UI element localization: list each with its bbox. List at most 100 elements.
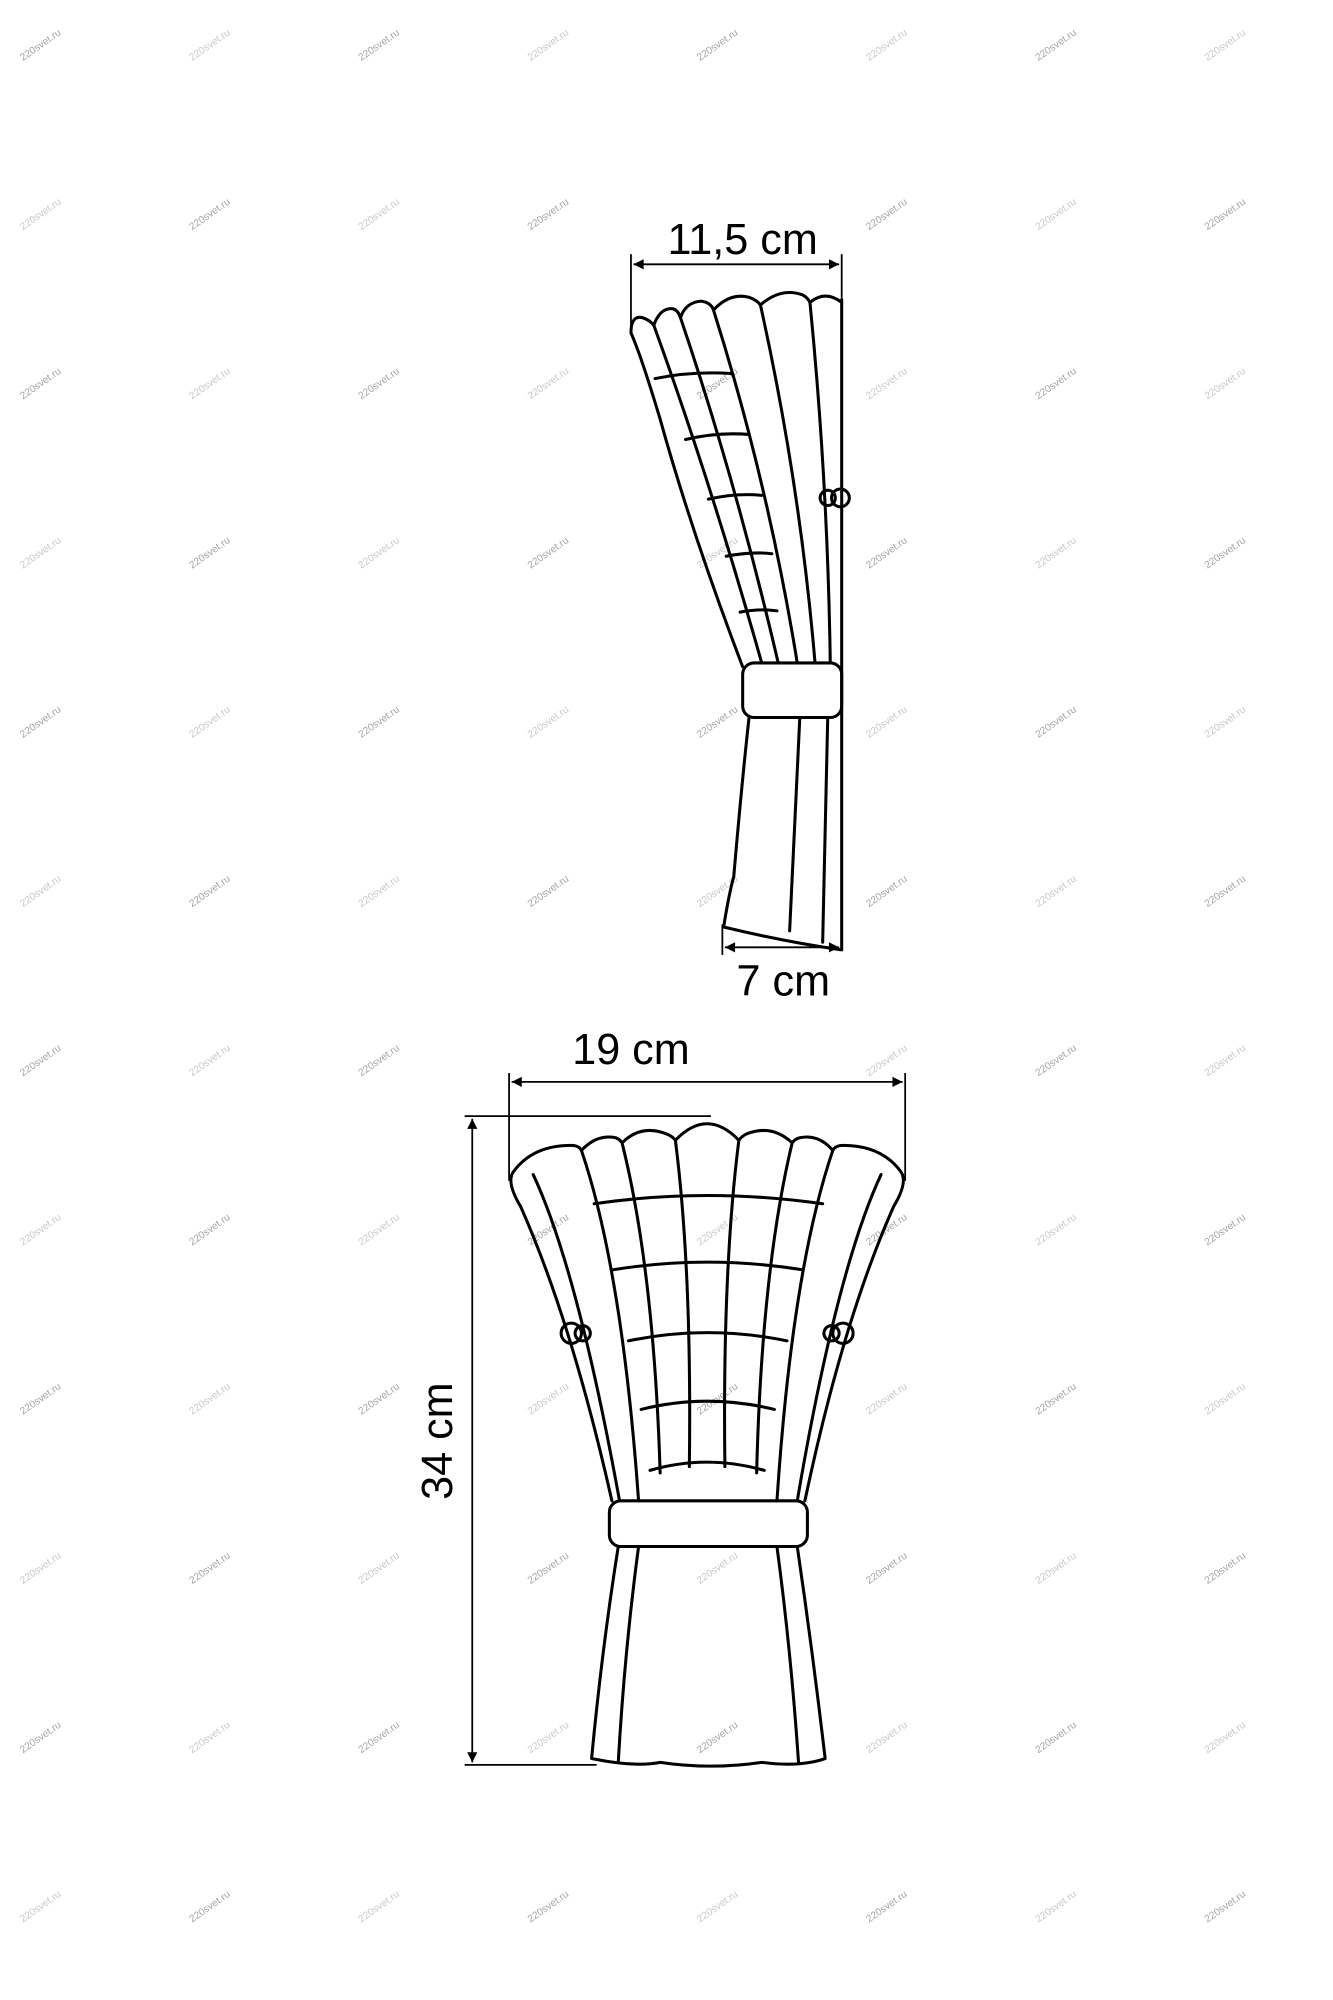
- watermark-text: 220svet.ru: [526, 704, 571, 740]
- watermark-text: 220svet.ru: [1203, 27, 1248, 63]
- watermark-text: 220svet.ru: [1034, 366, 1079, 402]
- watermark-text: 220svet.ru: [357, 366, 402, 402]
- watermark-text: 220svet.ru: [695, 1889, 740, 1925]
- crossbar: [611, 1260, 804, 1272]
- watermark-text: 220svet.ru: [526, 366, 571, 402]
- watermark-text: 220svet.ru: [864, 366, 909, 402]
- rib-line: [758, 303, 817, 665]
- watermark-text: 220svet.ru: [187, 366, 232, 402]
- knob-icon: [559, 1321, 583, 1345]
- watermark-text: 220svet.ru: [187, 1551, 232, 1587]
- watermark-text: 220svet.ru: [18, 1381, 63, 1417]
- band: [741, 661, 844, 720]
- rib-line: [808, 300, 832, 665]
- watermark-text: 220svet.ru: [864, 1381, 909, 1417]
- watermark-text: 220svet.ru: [187, 1889, 232, 1925]
- watermark-text: 220svet.ru: [357, 1043, 402, 1079]
- watermark-text: 220svet.ru: [864, 1551, 909, 1587]
- knob-icon: [818, 488, 837, 508]
- watermark-text: 220svet.ru: [1203, 1043, 1248, 1079]
- crossbar: [653, 371, 733, 381]
- rib-line: [788, 716, 802, 933]
- watermark-text: 220svet.ru: [1203, 197, 1248, 233]
- crossbar: [738, 608, 779, 614]
- rib-line: [616, 1545, 641, 1764]
- watermark-text: 220svet.ru: [864, 27, 909, 63]
- watermark-text: 220svet.ru: [357, 1212, 402, 1248]
- watermark-text: 220svet.ru: [1034, 1889, 1079, 1925]
- rib-line: [579, 1148, 641, 1503]
- front-view: 19 cm 34 cm: [414, 1026, 907, 1768]
- watermark-text: 220svet.ru: [1203, 1381, 1248, 1417]
- watermark-text: 220svet.ru: [864, 1889, 909, 1925]
- rib-line: [795, 1173, 883, 1503]
- watermark-text: 220svet.ru: [864, 1043, 909, 1079]
- watermark-text: 220svet.ru: [357, 874, 402, 910]
- front-view-outline: [509, 1122, 905, 1768]
- watermark-text: 220svet.ru: [357, 704, 402, 740]
- crossbar: [639, 1399, 776, 1411]
- crossbar: [592, 1193, 825, 1206]
- watermark-text: 220svet.ru: [187, 197, 232, 233]
- rib-line: [652, 323, 764, 665]
- watermark-text: 220svet.ru: [526, 1551, 571, 1587]
- watermark-text: 220svet.ru: [526, 27, 571, 63]
- watermark-grid: 220svet.ru 220svet.ru 220svet.ru 220svet.ru…: [18, 27, 1248, 1925]
- knob-icon: [822, 1324, 841, 1343]
- watermark-text: 220svet.ru: [1203, 366, 1248, 402]
- watermark-text: 220svet.ru: [187, 704, 232, 740]
- watermark-text: 220svet.ru: [864, 874, 909, 910]
- watermark-text: 220svet.ru: [187, 535, 232, 571]
- watermark-text: 220svet.ru: [695, 704, 740, 740]
- watermark-text: 220svet.ru: [357, 197, 402, 233]
- watermark-text: 220svet.ru: [526, 1720, 571, 1756]
- watermark-text: 220svet.ru: [864, 197, 909, 233]
- watermark-text: 220svet.ru: [1203, 704, 1248, 740]
- crossbar: [724, 551, 774, 558]
- watermark-text: 220svet.ru: [1034, 704, 1079, 740]
- watermark-text: 220svet.ru: [695, 1381, 740, 1417]
- watermark-text: 220svet.ru: [18, 535, 63, 571]
- watermark-text: 220svet.ru: [187, 27, 232, 63]
- watermark-text: 220svet.ru: [864, 704, 909, 740]
- width-label: 19 cm: [572, 1026, 690, 1074]
- rib-line: [775, 1148, 835, 1503]
- watermark-text: 220svet.ru: [18, 1720, 63, 1756]
- crossbar: [706, 493, 764, 501]
- watermark-text: 220svet.ru: [1034, 27, 1079, 63]
- rib-line: [711, 308, 799, 665]
- watermark-text: 220svet.ru: [1034, 1551, 1079, 1587]
- watermark-text: 220svet.ru: [526, 1381, 571, 1417]
- watermark-text: 220svet.ru: [18, 27, 63, 63]
- watermark-text: 220svet.ru: [18, 1043, 63, 1079]
- watermark-text: 220svet.ru: [357, 1720, 402, 1756]
- watermark-text: 220svet.ru: [526, 1212, 571, 1248]
- watermark-text: 220svet.ru: [187, 1720, 232, 1756]
- watermark-text: 220svet.ru: [1034, 874, 1079, 910]
- knob-icon: [830, 487, 851, 509]
- side-view: 11,5 cm 7 cm: [629, 216, 851, 1006]
- watermark-text: 220svet.ru: [526, 874, 571, 910]
- watermark-text: 220svet.ru: [357, 535, 402, 571]
- crossbar: [626, 1331, 789, 1343]
- watermark-text: 220svet.ru: [187, 1043, 232, 1079]
- watermark-text: 220svet.ru: [18, 874, 63, 910]
- watermark-text: 220svet.ru: [187, 874, 232, 910]
- rib-line: [531, 1173, 622, 1503]
- watermark-text: 220svet.ru: [357, 1381, 402, 1417]
- watermark-text: 220svet.ru: [18, 704, 63, 740]
- watermark-text: 220svet.ru: [1034, 1720, 1079, 1756]
- rib-line: [673, 1138, 692, 1469]
- watermark-text: 220svet.ru: [695, 1212, 740, 1248]
- watermark-text: 220svet.ru: [357, 1551, 402, 1587]
- watermark-text: 220svet.ru: [1203, 1212, 1248, 1248]
- top-width-label: 11,5 cm: [668, 216, 818, 264]
- crossbar: [684, 432, 751, 442]
- watermark-text: 220svet.ru: [18, 1212, 63, 1248]
- height-label: 34 cm: [414, 1382, 462, 1500]
- watermark-text: 220svet.ru: [357, 1889, 402, 1925]
- watermark-text: 220svet.ru: [1034, 1043, 1079, 1079]
- rib-line: [755, 1141, 794, 1475]
- watermark-text: 220svet.ru: [695, 1551, 740, 1587]
- watermark-text: 220svet.ru: [18, 197, 63, 233]
